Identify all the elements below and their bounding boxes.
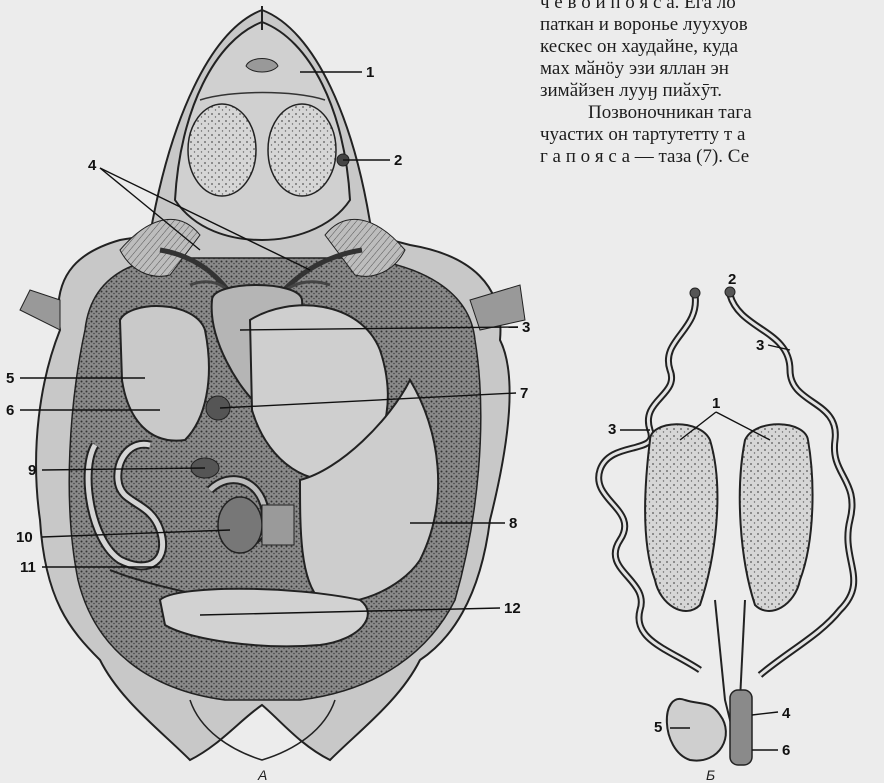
fig-a-label-12: 12 (504, 600, 521, 617)
fig-b-label-4: 4 (782, 705, 791, 722)
fig-a-label-9: 9 (28, 462, 36, 479)
fig-a-label-6: 6 (6, 402, 14, 419)
fig-a-label-8: 8 (509, 515, 517, 532)
fig-a-label-4: 4 (88, 157, 97, 174)
fig-a-label-3: 3 (522, 319, 530, 336)
fig-a-label-2: 2 (394, 152, 402, 169)
fig-a-label-1: 1 (366, 64, 374, 81)
fig-b-caption: Б (706, 767, 715, 783)
urogenital-drawing (599, 287, 854, 765)
fig-b-label-6: 6 (782, 742, 790, 759)
frog-dissection-drawing (20, 6, 525, 760)
fig-b-label-2: 2 (728, 271, 736, 288)
fig-b-label-1: 1 (712, 395, 720, 412)
fig-a-label-5: 5 (6, 370, 14, 387)
fig-b-label-3-right: 3 (756, 337, 764, 354)
fig-a-label-11: 11 (20, 559, 36, 576)
fig-a-label-10: 10 (16, 529, 33, 546)
fig-a-label-7: 7 (520, 385, 528, 402)
fig-b-label-5: 5 (654, 719, 662, 736)
fig-b-label-3-left: 3 (608, 421, 616, 438)
fig-a-caption: А (257, 767, 267, 783)
